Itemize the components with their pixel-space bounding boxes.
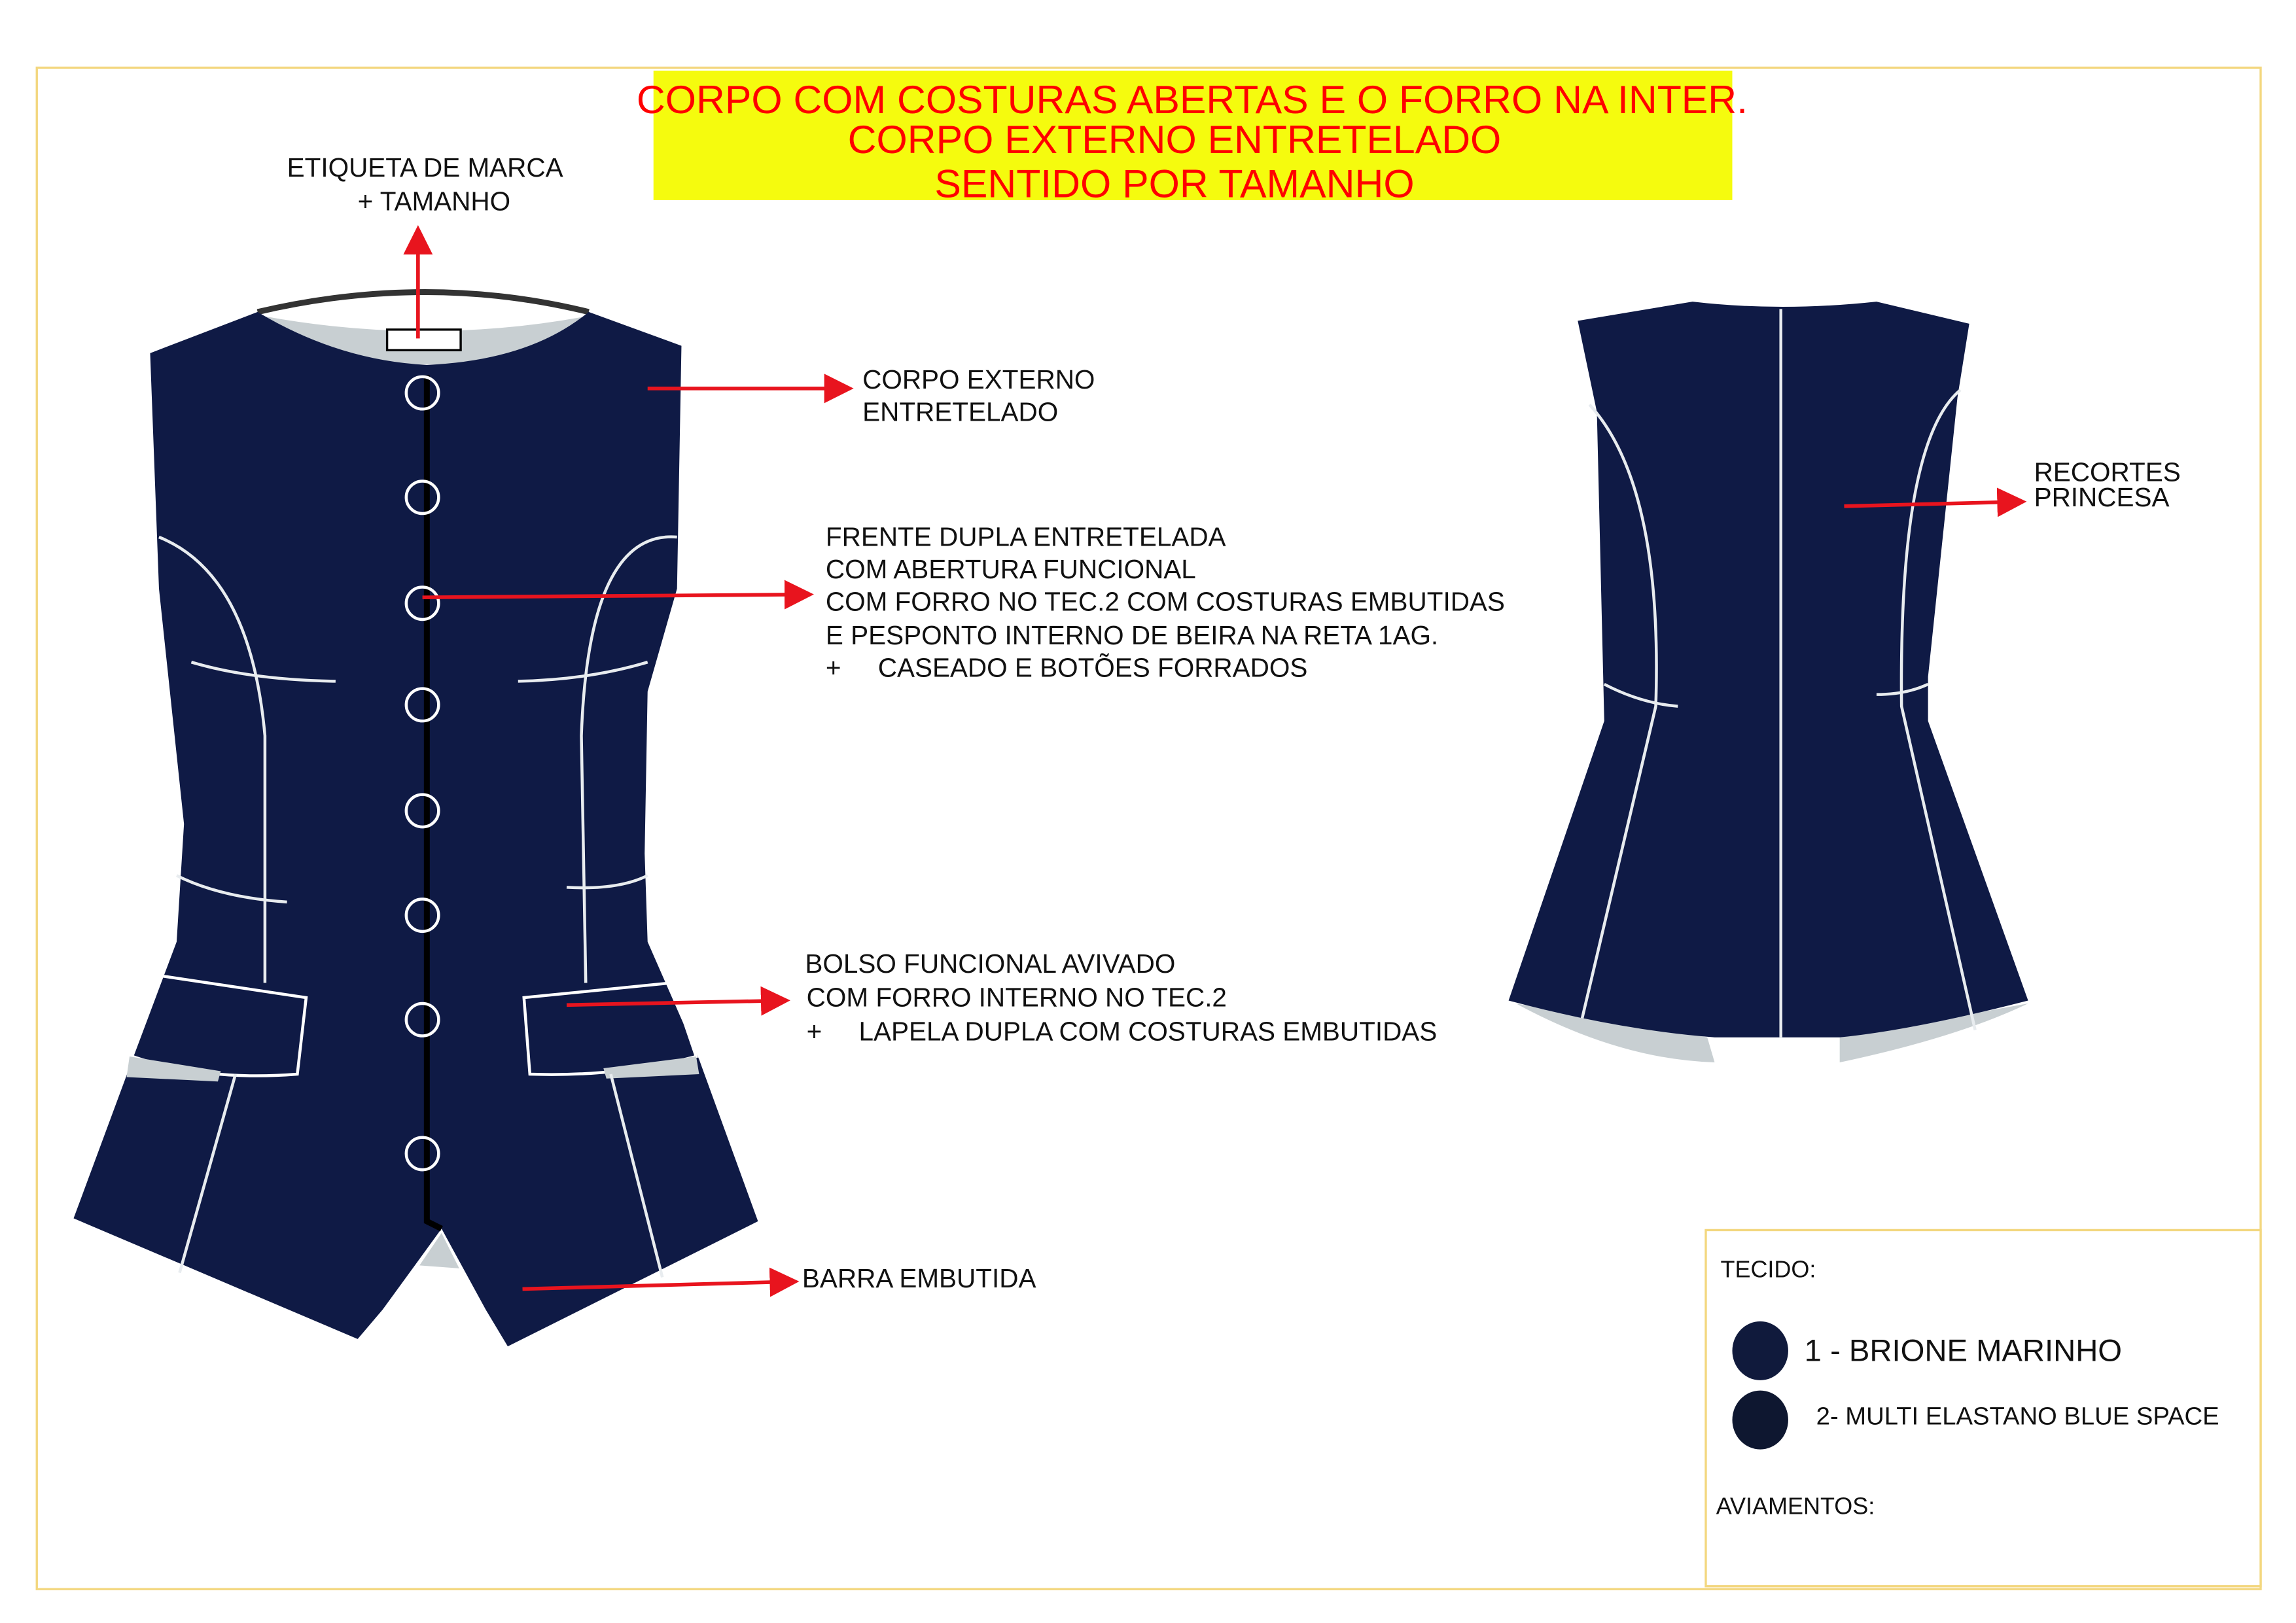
front-vest-drawing bbox=[73, 289, 758, 1347]
callout-recortes-2: PRINCESA bbox=[2034, 482, 2170, 512]
callout-frente-1: FRENTE DUPLA ENTRETELADA bbox=[826, 521, 1226, 551]
header-line-3: SENTIDO POR TAMANHO bbox=[934, 161, 1414, 205]
callout-bolso-2: COM FORRO INTERNO NO TEC.2 bbox=[807, 983, 1227, 1013]
tecido-label: TECIDO: bbox=[1720, 1255, 1816, 1282]
callout-etiqueta-2: + TAMANHO bbox=[358, 186, 511, 217]
callout-frente-4: E PESPONTO INTERNO DE BEIRA NA RETA 1AG. bbox=[826, 620, 1438, 650]
fabric-2-label: 2- MULTI ELASTANO BLUE SPACE bbox=[1816, 1402, 2219, 1430]
fabric-1-label: 1 - BRIONE MARINHO bbox=[1805, 1334, 2122, 1369]
callout-barra: BARRA EMBUTIDA bbox=[802, 1263, 1036, 1293]
header-line-1: CORPO COM COSTURAS ABERTAS E O FORRO NA … bbox=[637, 77, 1748, 122]
callout-frente-3: COM FORRO NO TEC.2 COM COSTURAS EMBUTIDA… bbox=[826, 586, 1505, 616]
callout-arrows bbox=[403, 225, 2027, 1297]
back-vest-drawing bbox=[1508, 302, 2028, 1063]
buttons bbox=[404, 375, 440, 1172]
aviamentos-label: AVIAMENTOS: bbox=[1716, 1493, 1875, 1520]
callout-frente-2: COM ABERTURA FUNCIONAL bbox=[826, 554, 1196, 584]
callout-frente-5: + CASEADO E BOTÕES FORRADOS bbox=[826, 653, 1307, 683]
page-frame bbox=[35, 66, 2262, 1590]
callout-recortes-1: RECORTES bbox=[2034, 457, 2181, 487]
callout-corpo-2: ENTRETELADO bbox=[862, 396, 1058, 427]
callout-corpo-1: CORPO EXTERNO bbox=[862, 364, 1095, 394]
brand-label-tag bbox=[385, 328, 462, 352]
callout-bolso-1: BOLSO FUNCIONAL AVIVADO bbox=[805, 949, 1175, 979]
callout-bolso-3: + LAPELA DUPLA COM COSTURAS EMBUTIDAS bbox=[807, 1016, 1438, 1046]
header-line-2: CORPO EXTERNO ENTRETELADO bbox=[848, 117, 1502, 162]
header-highlight bbox=[653, 70, 1733, 200]
fabric-swatch-2 bbox=[1732, 1390, 1788, 1450]
materials-box: TECIDO: 1 - BRIONE MARINHO 2- MULTI ELAS… bbox=[1704, 1229, 2262, 1588]
callout-etiqueta-1: ETIQUETA DE MARCA bbox=[287, 152, 563, 183]
fabric-swatch-1 bbox=[1732, 1321, 1788, 1380]
